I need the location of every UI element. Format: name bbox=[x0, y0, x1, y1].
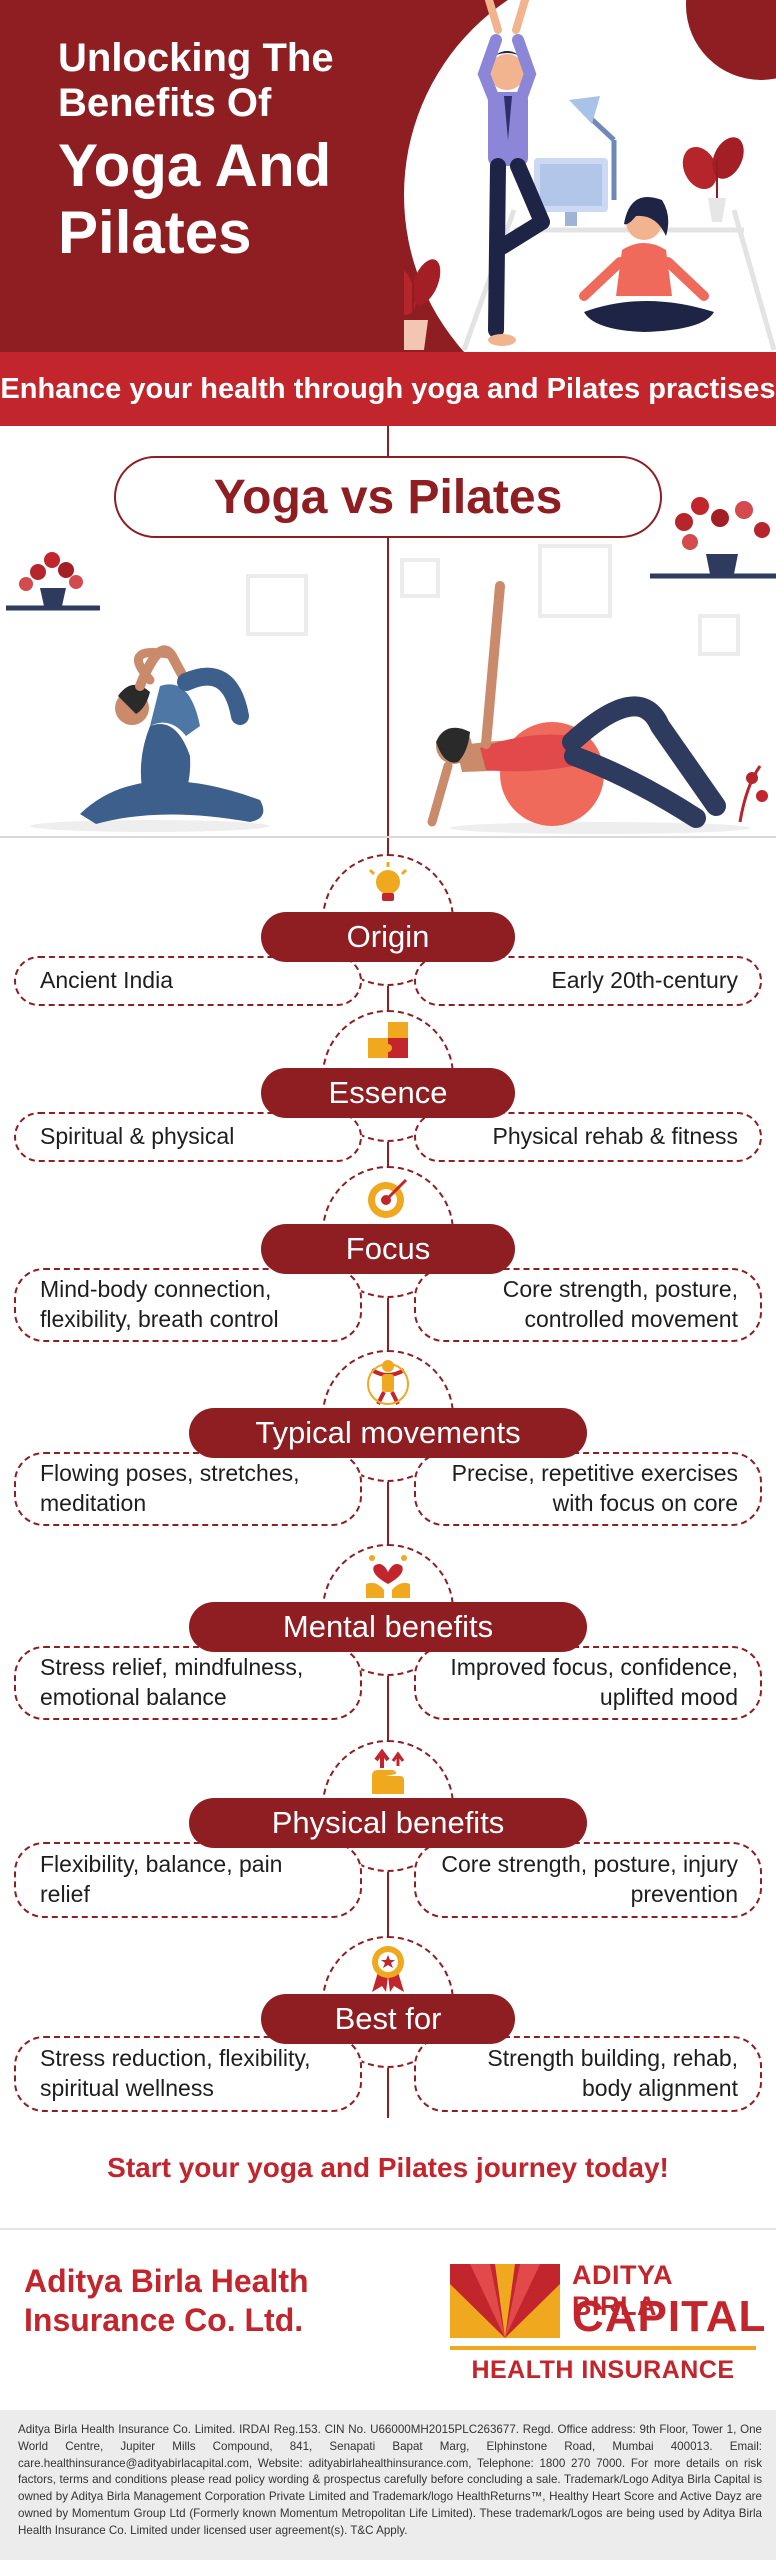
award-badge-icon bbox=[372, 1946, 404, 1992]
pilates-cell-origin: Early 20th-century bbox=[414, 956, 762, 1006]
company-name: Aditya Birla Health Insurance Co. Ltd. bbox=[24, 2262, 309, 2340]
subtitle-band: Enhance your health through yoga and Pil… bbox=[0, 352, 776, 426]
pilates-cell-text: Precise, repetitive exercises with focus… bbox=[451, 1460, 738, 1516]
pilates-cell-focus: Core strength, posture, controlled movem… bbox=[414, 1268, 762, 1342]
target-icon bbox=[368, 1178, 408, 1218]
puzzle-icon bbox=[368, 1022, 408, 1058]
row-label-focus: Focus bbox=[261, 1224, 515, 1274]
hero-illustration bbox=[404, 0, 776, 351]
pilates-pose-figure bbox=[427, 581, 750, 834]
pilates-cell-typical-movements: Precise, repetitive exercises with focus… bbox=[414, 1452, 762, 1526]
yoga-cell-essence: Spiritual & physical bbox=[14, 1112, 362, 1162]
shelf-plant-right-icon bbox=[650, 497, 776, 579]
potted-plant-icon bbox=[404, 259, 441, 350]
row-label-typical-movements: Typical movements bbox=[189, 1408, 587, 1458]
yoga-pilates-illustration bbox=[6, 497, 776, 834]
hero-title-line1: Unlocking The bbox=[58, 36, 334, 80]
logo-text-line1: ADITYA BIRLA bbox=[572, 2260, 673, 2321]
row-label-essence: Essence bbox=[261, 1068, 515, 1118]
footer-divider bbox=[0, 2228, 776, 2230]
yoga-cell-focus: Mind-body connection, flexibility, breat… bbox=[14, 1268, 362, 1342]
pilates-cell-text: Early 20th-century bbox=[551, 967, 738, 994]
yoga-cell-text: Ancient India bbox=[40, 967, 173, 994]
yoga-cell-typical-movements: Flowing poses, stretches, meditation bbox=[14, 1452, 362, 1526]
yoga-vs-pilates-heading: Yoga vs Pilates bbox=[114, 456, 662, 538]
yoga-vs-pilates-section: Yoga vs Pilates bbox=[0, 426, 776, 838]
pilates-cell-mental-benefits: Improved focus, confidence, uplifted moo… bbox=[414, 1646, 762, 1720]
standing-yogi-figure bbox=[477, 0, 550, 346]
pilates-cell-essence: Physical rehab & fitness bbox=[414, 1112, 762, 1162]
subtitle-text: Enhance your health through yoga and Pil… bbox=[0, 372, 776, 405]
pilates-cell-best-for: Strength building, rehab, body alignment bbox=[414, 2036, 762, 2112]
row-label-mental-benefits: Mental benefits bbox=[189, 1602, 587, 1652]
center-divider-line bbox=[387, 426, 389, 838]
person-stretch-icon bbox=[367, 1360, 409, 1405]
legal-disclaimer-text: Aditya Birla Health Insurance Co. Limite… bbox=[18, 2423, 762, 2537]
hero-title-line3: Yoga And bbox=[58, 131, 332, 199]
yoga-cell-text: Flowing poses, stretches, meditation bbox=[40, 1460, 300, 1516]
sunburst-logo-icon bbox=[450, 2264, 560, 2338]
pilates-cell-text: Core strength, posture, controlled movem… bbox=[502, 1276, 738, 1332]
hands-heart-icon bbox=[366, 1555, 410, 1598]
hand-arrows-up-icon bbox=[372, 1748, 405, 1794]
section-divider bbox=[0, 836, 776, 838]
yoga-cell-text: Spiritual & physical bbox=[40, 1123, 235, 1150]
aditya-birla-capital-logo: ADITYA BIRLA CAPITAL HEALTH INSURANCE bbox=[450, 2258, 765, 2388]
yoga-pose-figure bbox=[30, 645, 270, 832]
yoga-vs-pilates-heading-text: Yoga vs Pilates bbox=[213, 470, 563, 524]
shelf-plant-icon bbox=[6, 552, 100, 611]
hero-title-line4: Pilates bbox=[58, 198, 252, 266]
pilates-cell-text: Improved focus, confidence, uplifted moo… bbox=[450, 1654, 738, 1710]
company-name-line1: Aditya Birla Health bbox=[24, 2263, 309, 2299]
legal-footer: Aditya Birla Health Insurance Co. Limite… bbox=[0, 2410, 776, 2560]
yoga-cell-physical-benefits: Flexibility, balance, pain relief bbox=[14, 1842, 362, 1918]
yoga-cell-mental-benefits: Stress relief, mindfulness, emotional ba… bbox=[14, 1646, 362, 1720]
pilates-cell-text: Core strength, posture, injury preventio… bbox=[441, 1851, 738, 1907]
logo-text-line3: HEALTH INSURANCE bbox=[471, 2356, 735, 2384]
pilates-cell-text: Physical rehab & fitness bbox=[492, 1123, 738, 1150]
monitor-icon bbox=[534, 158, 608, 226]
cta-text: Start your yoga and Pilates journey toda… bbox=[107, 2152, 669, 2183]
yoga-cell-origin: Ancient India bbox=[14, 956, 362, 1006]
row-label-origin: Origin bbox=[261, 912, 515, 962]
pilates-cell-text: Strength building, rehab, body alignment bbox=[487, 2045, 738, 2101]
row-label-physical-benefits: Physical benefits bbox=[189, 1798, 587, 1848]
yoga-cell-text: Stress relief, mindfulness, emotional ba… bbox=[40, 1654, 304, 1710]
yoga-cell-text: Mind-body connection, flexibility, breat… bbox=[40, 1276, 279, 1332]
comparison-table: Origin Ancient India Early 20th-century … bbox=[0, 838, 776, 2138]
logo-text-line2: CAPITAL bbox=[572, 2292, 767, 2341]
hero-title-line2: Benefits Of bbox=[58, 80, 272, 125]
desk-lamp-icon bbox=[569, 96, 617, 200]
pilates-cell-physical-benefits: Core strength, posture, injury preventio… bbox=[414, 1842, 762, 1918]
company-name-line2: Insurance Co. Ltd. bbox=[24, 2302, 304, 2339]
hero-title: Unlocking The Benefits Of Yoga And Pilat… bbox=[58, 36, 334, 266]
row-label-best-for: Best for bbox=[261, 1994, 515, 2044]
plant-icon bbox=[682, 137, 744, 222]
logo-gold-rule bbox=[450, 2346, 756, 2350]
yoga-cell-best-for: Stress reduction, flexibility, spiritual… bbox=[14, 2036, 362, 2112]
meditating-woman-figure bbox=[579, 197, 714, 332]
hero-banner: Unlocking The Benefits Of Yoga And Pilat… bbox=[0, 0, 776, 352]
yoga-cell-text: Stress reduction, flexibility, spiritual… bbox=[40, 2045, 311, 2101]
lightbulb-icon bbox=[368, 862, 408, 901]
yoga-cell-text: Flexibility, balance, pain relief bbox=[40, 1851, 283, 1907]
